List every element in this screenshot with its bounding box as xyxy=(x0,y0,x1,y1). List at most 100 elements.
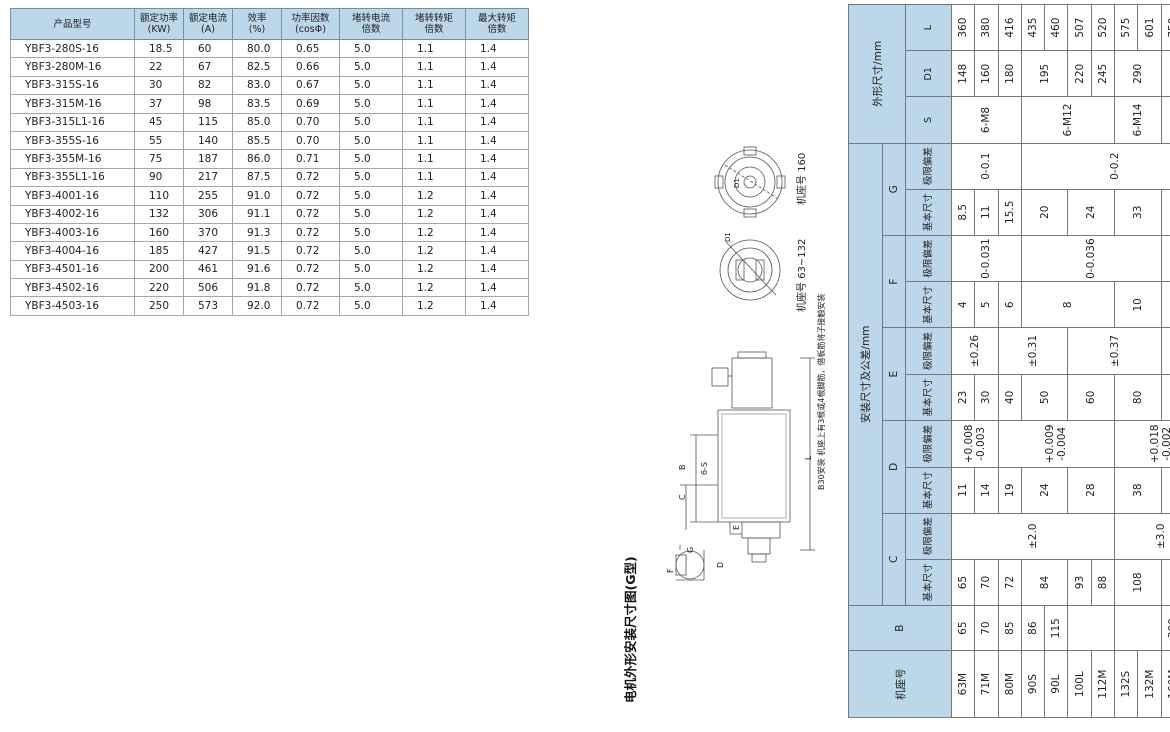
caption-frame-63-132: 机座号 63~132 xyxy=(797,238,808,312)
header-efficiency: 效率(%) xyxy=(232,8,282,40)
model-cell: YBF3-4003-16 xyxy=(10,222,135,243)
value-cell: 22 xyxy=(134,57,184,77)
dim-cell-g: 8.5 xyxy=(951,189,975,236)
header-power-factor: 功率因数(cosΦ) xyxy=(281,8,340,40)
frame-cell: 100L xyxy=(1067,650,1092,718)
dim-header-c: C xyxy=(882,513,906,606)
value-cell: 75 xyxy=(134,149,184,169)
dim-header-l: L xyxy=(905,4,952,51)
caption-b30-note: B30安装 机座上有3根或4根脚筋，借板筋将子接触安装 xyxy=(817,293,826,490)
value-cell: 255 xyxy=(183,186,233,206)
dim-header-outline-group: 外形尺寸/mm xyxy=(848,4,906,144)
dim-sub-g-basic: 基本尺寸 xyxy=(905,189,952,236)
value-cell: 115 xyxy=(183,112,233,132)
value-cell: 83.0 xyxy=(232,75,282,96)
dimension-table-wrapper: 机座号 B 安装尺寸及公差/mm 外形尺寸/mm C D E F G 基本尺寸 … xyxy=(848,4,1170,718)
header-power-factor-text: 功率因数(cosΦ) xyxy=(291,13,330,35)
caption-frame-160: 机座号 160 xyxy=(797,152,808,205)
dim-cell-d: 14 xyxy=(974,467,999,514)
dim-sub-d-tol: 极限偏差 xyxy=(905,420,952,468)
value-cell: 85.0 xyxy=(232,112,282,132)
header-power: 额定功率(KW) xyxy=(134,8,184,40)
value-cell: 91.1 xyxy=(232,204,282,224)
dim-cell-c: 65 xyxy=(951,559,975,606)
value-cell: 461 xyxy=(183,259,233,280)
model-cell: YBF3-4503-16 xyxy=(10,296,135,316)
frame-cell: 80M xyxy=(998,650,1022,718)
value-cell: 91.8 xyxy=(232,278,282,298)
value-cell: 5.0 xyxy=(339,38,403,59)
value-cell: 1.1 xyxy=(402,149,466,169)
value-cell: 82.5 xyxy=(232,57,282,77)
dim-label-d: D xyxy=(716,561,725,568)
dim-cell-c: 84 xyxy=(1021,559,1068,606)
value-cell: 1.4 xyxy=(465,259,529,280)
dim-cell-d: 42 xyxy=(1161,467,1170,514)
flange-view-large xyxy=(714,146,786,218)
dim-header-e: E xyxy=(882,327,906,421)
value-cell: 187 xyxy=(183,149,233,169)
dim-cell-d: 19 xyxy=(998,467,1022,514)
value-cell: 1.4 xyxy=(465,222,529,243)
dim-cell-f: 12 xyxy=(1161,281,1170,328)
dim-cell-e: 80 xyxy=(1114,374,1162,421)
value-cell: 5.0 xyxy=(339,167,403,188)
dim-cell-c: 93 xyxy=(1067,559,1092,606)
value-cell: 427 xyxy=(183,241,233,261)
flange-view-small xyxy=(719,239,781,301)
value-cell: 506 xyxy=(183,278,233,298)
dim-cell-g: 15.5 xyxy=(998,189,1022,236)
dim-sub-c-basic: 基本尺寸 xyxy=(905,559,952,606)
dim-cell-g: 37 xyxy=(1161,189,1170,236)
value-cell: 1.4 xyxy=(465,130,529,151)
value-cell: 110 xyxy=(134,186,184,206)
dim-cell-s: 6-M12 xyxy=(1021,96,1115,144)
dim-cell-g: 33 xyxy=(1114,189,1162,236)
dim-cell-d1: 148 xyxy=(951,50,975,97)
value-cell: 5.0 xyxy=(339,241,403,261)
dim-cell-c-tol: ±2.0 xyxy=(951,513,1115,560)
value-cell: 370 xyxy=(183,222,233,243)
value-cell: 1.1 xyxy=(402,112,466,132)
dim-label-d1-large: D1 xyxy=(733,178,741,188)
dim-label-c: C xyxy=(678,494,687,500)
dim-cell-g-tol: 0-0.1 xyxy=(951,143,1022,190)
header-locked-torque-text: 堵转转矩倍数 xyxy=(414,13,453,35)
header-max-torque-text: 最大转矩倍数 xyxy=(477,13,516,35)
dim-sub-e-basic: 基本尺寸 xyxy=(905,374,952,421)
value-cell: 1.1 xyxy=(402,94,466,114)
value-cell: 1.2 xyxy=(402,296,466,316)
value-cell: 1.4 xyxy=(465,57,529,77)
dim-cell-e: 30 xyxy=(974,374,999,421)
frame-cell: 132S xyxy=(1114,650,1138,718)
dim-cell-d1: 180 xyxy=(998,50,1022,97)
value-cell: 0.70 xyxy=(281,112,340,132)
frame-cell: 71M xyxy=(974,650,999,718)
dim-cell-f: 8 xyxy=(1021,281,1115,328)
value-cell: 0.72 xyxy=(281,296,340,316)
value-cell: 5.0 xyxy=(339,94,403,114)
dim-cell-d: 28 xyxy=(1067,467,1115,514)
dim-label-s: 6-S xyxy=(700,461,709,475)
value-cell: 86.0 xyxy=(232,149,282,169)
value-cell: 1.4 xyxy=(465,38,529,59)
dimension-row: 160M20015042110±0.43120-0.043376-M163507… xyxy=(1161,4,1170,718)
frame-cell: 90S xyxy=(1021,650,1045,718)
dim-cell-l: 601 xyxy=(1137,4,1162,51)
dim-cell-g: 20 xyxy=(1021,189,1068,236)
value-cell: 82 xyxy=(183,75,233,96)
dim-cell-l: 750 xyxy=(1161,4,1170,51)
value-cell: 1.4 xyxy=(465,296,529,316)
header-locked-current-text: 堵转电流倍数 xyxy=(351,13,390,35)
value-cell: 1.2 xyxy=(402,278,466,298)
value-cell: 92.0 xyxy=(232,296,282,316)
model-cell: YBF3-355S-16 xyxy=(10,130,135,151)
dimension-drawing: B 6-S C L E G D F D1 D1 机座号 160 机座号 63~1… xyxy=(620,130,845,720)
value-cell: 132 xyxy=(134,204,184,224)
value-cell: 1.1 xyxy=(402,75,466,96)
dim-sub-f-tol: 极限偏差 xyxy=(905,235,952,282)
